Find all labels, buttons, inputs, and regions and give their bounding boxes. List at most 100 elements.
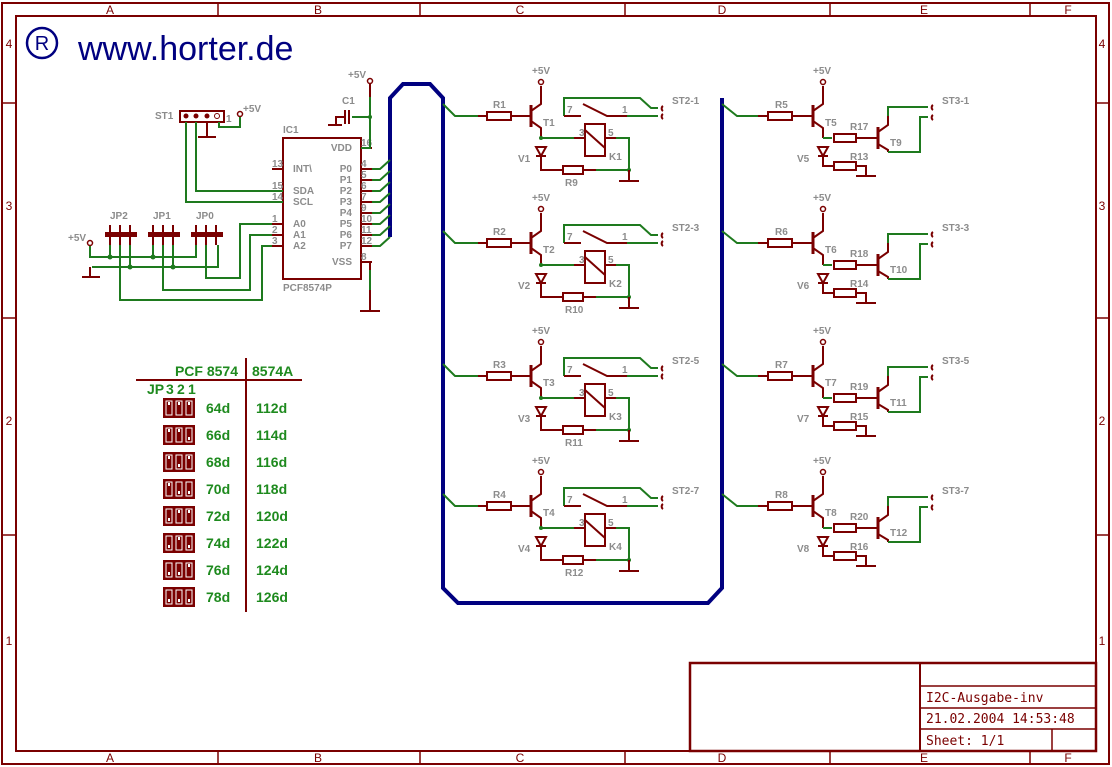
column-label-top: A [106,3,114,17]
led-label: V7 [797,414,810,425]
supply-terminal-icon [86,239,94,247]
ground-icon [619,430,639,442]
ic-pin-number: 5 [361,170,367,181]
address-pcf8574: 74d [206,535,230,551]
transistor-label: T1 [543,118,555,129]
jumper-setting-icon [163,587,195,607]
ic-pin-name: P3 [340,197,353,208]
resistor-icon [562,165,584,175]
row-label-left: 2 [6,414,13,428]
header-pcf8574a: 8574A [252,363,293,379]
resistor-icon [486,371,512,381]
drawing-datetime: 21.02.2004 14:53:48 [926,712,1075,727]
address-pcf8574a: 124d [256,562,288,578]
column-label-top: D [718,3,727,17]
wire [92,245,219,268]
wire [119,245,272,301]
ic-pin-number: 1 [272,214,278,225]
ic-pin-number: 12 [361,236,373,247]
led-label: V2 [518,281,531,292]
bus-entry [372,203,391,214]
svg-text:3: 3 [579,255,585,266]
column-label-bottom: F [1064,751,1071,765]
resistor-label: R7 [775,360,788,371]
ic-pin-number: 6 [361,181,367,192]
jp-col-1: 1 [188,381,196,397]
address-pcf8574: 70d [206,481,230,497]
resistor-label: R10 [565,305,584,316]
jumper-label: JP0 [196,211,214,222]
transistor-label: T12 [890,528,908,539]
svg-text:3: 3 [579,128,585,139]
ground-icon [82,267,100,278]
bus-entry [372,236,391,247]
ground-icon [619,297,639,309]
row-label-left: 1 [6,634,13,648]
wire [721,103,758,117]
jp-col-2: 2 [177,381,185,397]
resistor-icon [833,523,857,533]
ic-pin-name: P4 [340,208,353,219]
transistor-label: T6 [825,245,837,256]
svg-text:1: 1 [622,495,628,506]
st1-label: ST1 [155,111,174,122]
address-pcf8574: 72d [206,508,230,524]
wire [162,234,272,291]
wire [442,493,478,507]
connector-terminal-icon [660,365,664,380]
connector-terminal-icon [660,105,664,120]
supply-terminal-icon [366,77,374,85]
ic-part: PCF8574P [283,283,332,294]
connector-label: ST2-5 [672,356,700,367]
resistor-icon [486,111,512,121]
address-pcf8574a: 120d [256,508,288,524]
junction-dot [150,254,156,260]
connector-terminal-icon [930,104,934,121]
led-label: V5 [797,154,810,165]
svg-text:3: 3 [579,388,585,399]
data-bus [388,82,724,605]
ic-pin-number: 10 [361,214,373,225]
address-pcf8574: 68d [206,454,230,470]
resistor-label: R2 [493,227,506,238]
column-label-bottom: E [920,751,928,765]
ic-pin-name: INT\ [293,164,312,175]
resistor-icon [833,421,857,431]
ic-pin-number: 13 [272,159,284,170]
ic-pin-number: 2 [272,225,278,236]
transistor-label: T11 [890,398,907,409]
resistor-icon [833,288,857,298]
led-label: V8 [797,544,810,555]
resistor-icon [767,238,793,248]
relay-coil-icon [584,123,606,157]
relay-label: K4 [609,542,622,553]
resistor-label: R18 [850,249,869,260]
st1-pin1-label: 1 [226,114,232,125]
column-label-top: E [920,3,928,17]
transistor-label: T8 [825,508,837,519]
connector-terminal-icon [930,231,934,248]
resistor-label: R11 [565,438,583,449]
svg-text:7: 7 [567,232,573,243]
column-label-top: F [1064,3,1071,17]
row-label-right: 1 [1099,634,1106,648]
transistor-label: T2 [543,245,555,256]
resistor-icon [486,238,512,248]
led-label: V1 [518,154,531,165]
ic-ref: IC1 [283,125,299,136]
connector-terminal-icon [930,364,934,381]
connector-label: ST2-7 [672,486,700,497]
connector-terminal-icon [930,494,934,511]
ic-pin-name: P2 [340,186,353,197]
resistor-icon [833,551,857,561]
row-label-right: 4 [1099,37,1106,51]
